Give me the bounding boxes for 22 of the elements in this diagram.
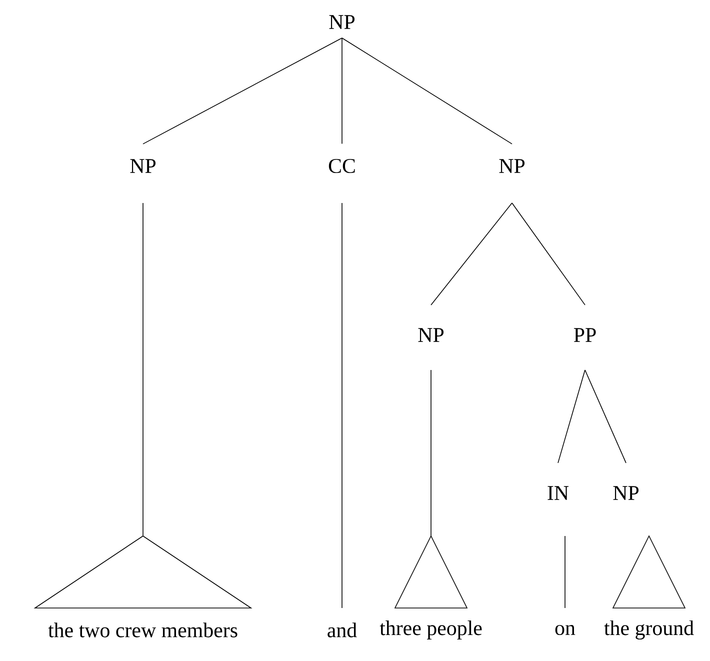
- category-label: NP: [130, 159, 156, 173]
- leaf-phrase: the ground: [604, 620, 694, 640]
- category-label: CC: [328, 158, 355, 174]
- branch-line: [512, 202, 586, 306]
- branch-line: [142, 38, 342, 144]
- category-label: IN: [548, 486, 569, 500]
- category-label: NP: [613, 486, 639, 500]
- branch-line: [430, 202, 512, 306]
- branch-line: [342, 38, 512, 144]
- leaf-word: on: [555, 624, 576, 636]
- category-label: NP: [499, 159, 525, 173]
- branch-line: [564, 536, 566, 608]
- branch-line: [584, 370, 626, 464]
- leaf-phrase: three people: [380, 620, 482, 640]
- branch-line: [142, 202, 144, 536]
- branch-line: [558, 370, 586, 464]
- leaf-phrase: the two crew members: [48, 622, 238, 638]
- category-label: NP: [418, 328, 444, 342]
- branch-line: [430, 370, 432, 536]
- leaf-word: and: [328, 622, 357, 638]
- category-label: PP: [574, 328, 596, 342]
- category-label: NP: [329, 15, 355, 29]
